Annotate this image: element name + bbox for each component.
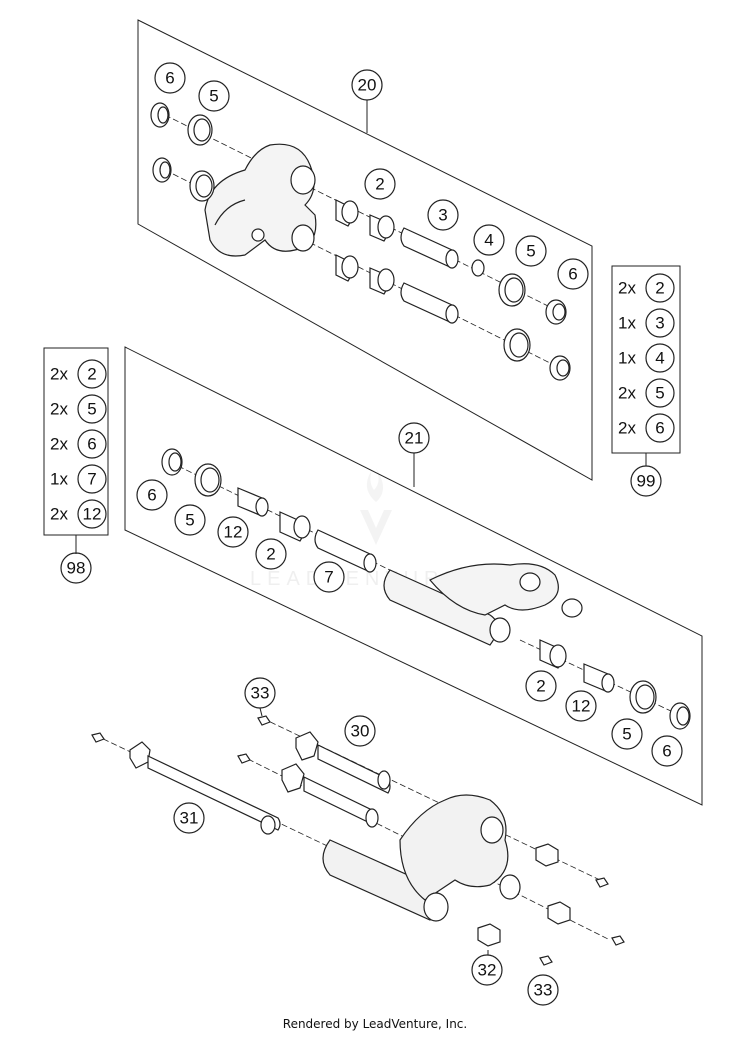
kit-row: 2x 12 [50, 499, 107, 529]
callout-label: 2 [266, 545, 275, 564]
callout-mid-12a: 12 [217, 516, 249, 548]
callout-top-6a: 6 [154, 62, 186, 94]
kit-part: 5 [87, 400, 96, 419]
callout-label: 6 [165, 69, 174, 88]
callout-label: 2 [375, 175, 384, 194]
kit-row: 1x 7 [50, 464, 107, 494]
callout-label: 6 [662, 742, 671, 761]
callout-label: 21 [405, 429, 424, 448]
kit-row: 2x 2 [50, 359, 107, 389]
callout-mid-6a: 6 [136, 479, 168, 511]
callout-label: 5 [209, 87, 218, 106]
bottom-axis-lines [94, 717, 611, 941]
kit-part: 6 [87, 435, 96, 454]
callout-label: 31 [180, 809, 199, 828]
kit-part: 3 [655, 314, 664, 333]
callout-label: 33 [534, 981, 553, 1000]
callout-label: 3 [438, 206, 447, 225]
callout-label: 4 [484, 231, 493, 250]
callout-label: 2 [536, 677, 545, 696]
kit-part: 6 [655, 419, 664, 438]
bottom-leaders [259, 707, 489, 955]
kit-part: 12 [83, 505, 102, 524]
callout-label: 30 [351, 722, 370, 741]
callout-label: 20 [358, 76, 377, 95]
callout-mid-6b: 6 [651, 735, 683, 767]
callout-mid-5b: 5 [611, 718, 643, 750]
kit-qty: 2x [618, 384, 636, 403]
callout-label: 12 [572, 697, 591, 716]
callout-bot-31: 31 [173, 802, 205, 834]
callout-label: 98 [67, 559, 86, 578]
kit-qty: 2x [50, 400, 68, 419]
kit-qty: 2x [50, 435, 68, 454]
callout-label: 6 [568, 265, 577, 284]
mid-parts [161, 448, 691, 730]
callout-label: 33 [251, 684, 270, 703]
kit-part: 5 [655, 384, 664, 403]
callout-top-2: 2 [364, 168, 396, 200]
callout-label: 99 [637, 472, 656, 491]
panel-20-frame [137, 19, 593, 481]
callout-bot-32: 32 [471, 954, 503, 986]
callout-label: 12 [224, 523, 243, 542]
kit-qty: 2x [618, 279, 636, 298]
kit-qty: 1x [618, 349, 636, 368]
kit-part: 7 [87, 470, 96, 489]
kit-qty: 2x [50, 365, 68, 384]
footer-credit: Rendered by LeadVenture, Inc. [282, 1017, 468, 1031]
kit-qty: 2x [50, 505, 68, 524]
callout-bot-33a: 33 [244, 677, 276, 709]
callout-label: 6 [147, 486, 156, 505]
kit-row: 2x 5 [618, 378, 675, 408]
callout-mid-5a: 5 [174, 504, 206, 536]
kit-row: 2x 6 [618, 413, 675, 443]
callout-top-5a: 5 [198, 80, 230, 112]
top-rocker-arm [204, 143, 317, 257]
callout-bot-33b: 33 [527, 974, 559, 1006]
kit-part: 4 [655, 349, 664, 368]
callout-mid-12b: 12 [565, 690, 597, 722]
callout-top-5b: 5 [515, 235, 547, 267]
callout-top-4: 4 [473, 224, 505, 256]
callout-k98: 98 [60, 552, 92, 584]
kit-qty: 1x [618, 314, 636, 333]
callout-c20: 20 [351, 69, 383, 101]
callout-c21: 21 [398, 422, 430, 454]
callout-mid-7: 7 [313, 561, 345, 593]
callout-label: 5 [622, 725, 631, 744]
kit-99-box: 2x 2 1x 3 1x 4 2x 5 2x 6 [611, 265, 681, 466]
kit-row: 2x 2 [618, 273, 675, 303]
top-parts [150, 102, 571, 381]
kit-row: 1x 4 [618, 343, 675, 373]
callout-label: 32 [478, 961, 497, 980]
callout-top-6b: 6 [557, 258, 589, 290]
callout-label: 7 [324, 568, 333, 587]
panel-21-frame [124, 346, 703, 806]
kit-row: 2x 6 [50, 429, 107, 459]
kit-row: 1x 3 [618, 308, 675, 338]
callout-mid-2b: 2 [525, 670, 557, 702]
callout-k99: 99 [630, 465, 662, 497]
callout-label: 5 [526, 242, 535, 261]
callout-top-3: 3 [427, 199, 459, 231]
kit-98-box: 2x 2 2x 5 2x 6 1x 7 2x 12 [43, 347, 109, 554]
kit-part: 2 [655, 279, 664, 298]
callout-mid-2a: 2 [255, 538, 287, 570]
kit-row: 2x 5 [50, 394, 107, 424]
kit-qty: 1x [50, 470, 68, 489]
callout-bot-30: 30 [344, 715, 376, 747]
kit-part: 2 [87, 365, 96, 384]
bottom-parts [91, 715, 625, 966]
kit-qty: 2x [618, 419, 636, 438]
callout-label: 5 [185, 511, 194, 530]
